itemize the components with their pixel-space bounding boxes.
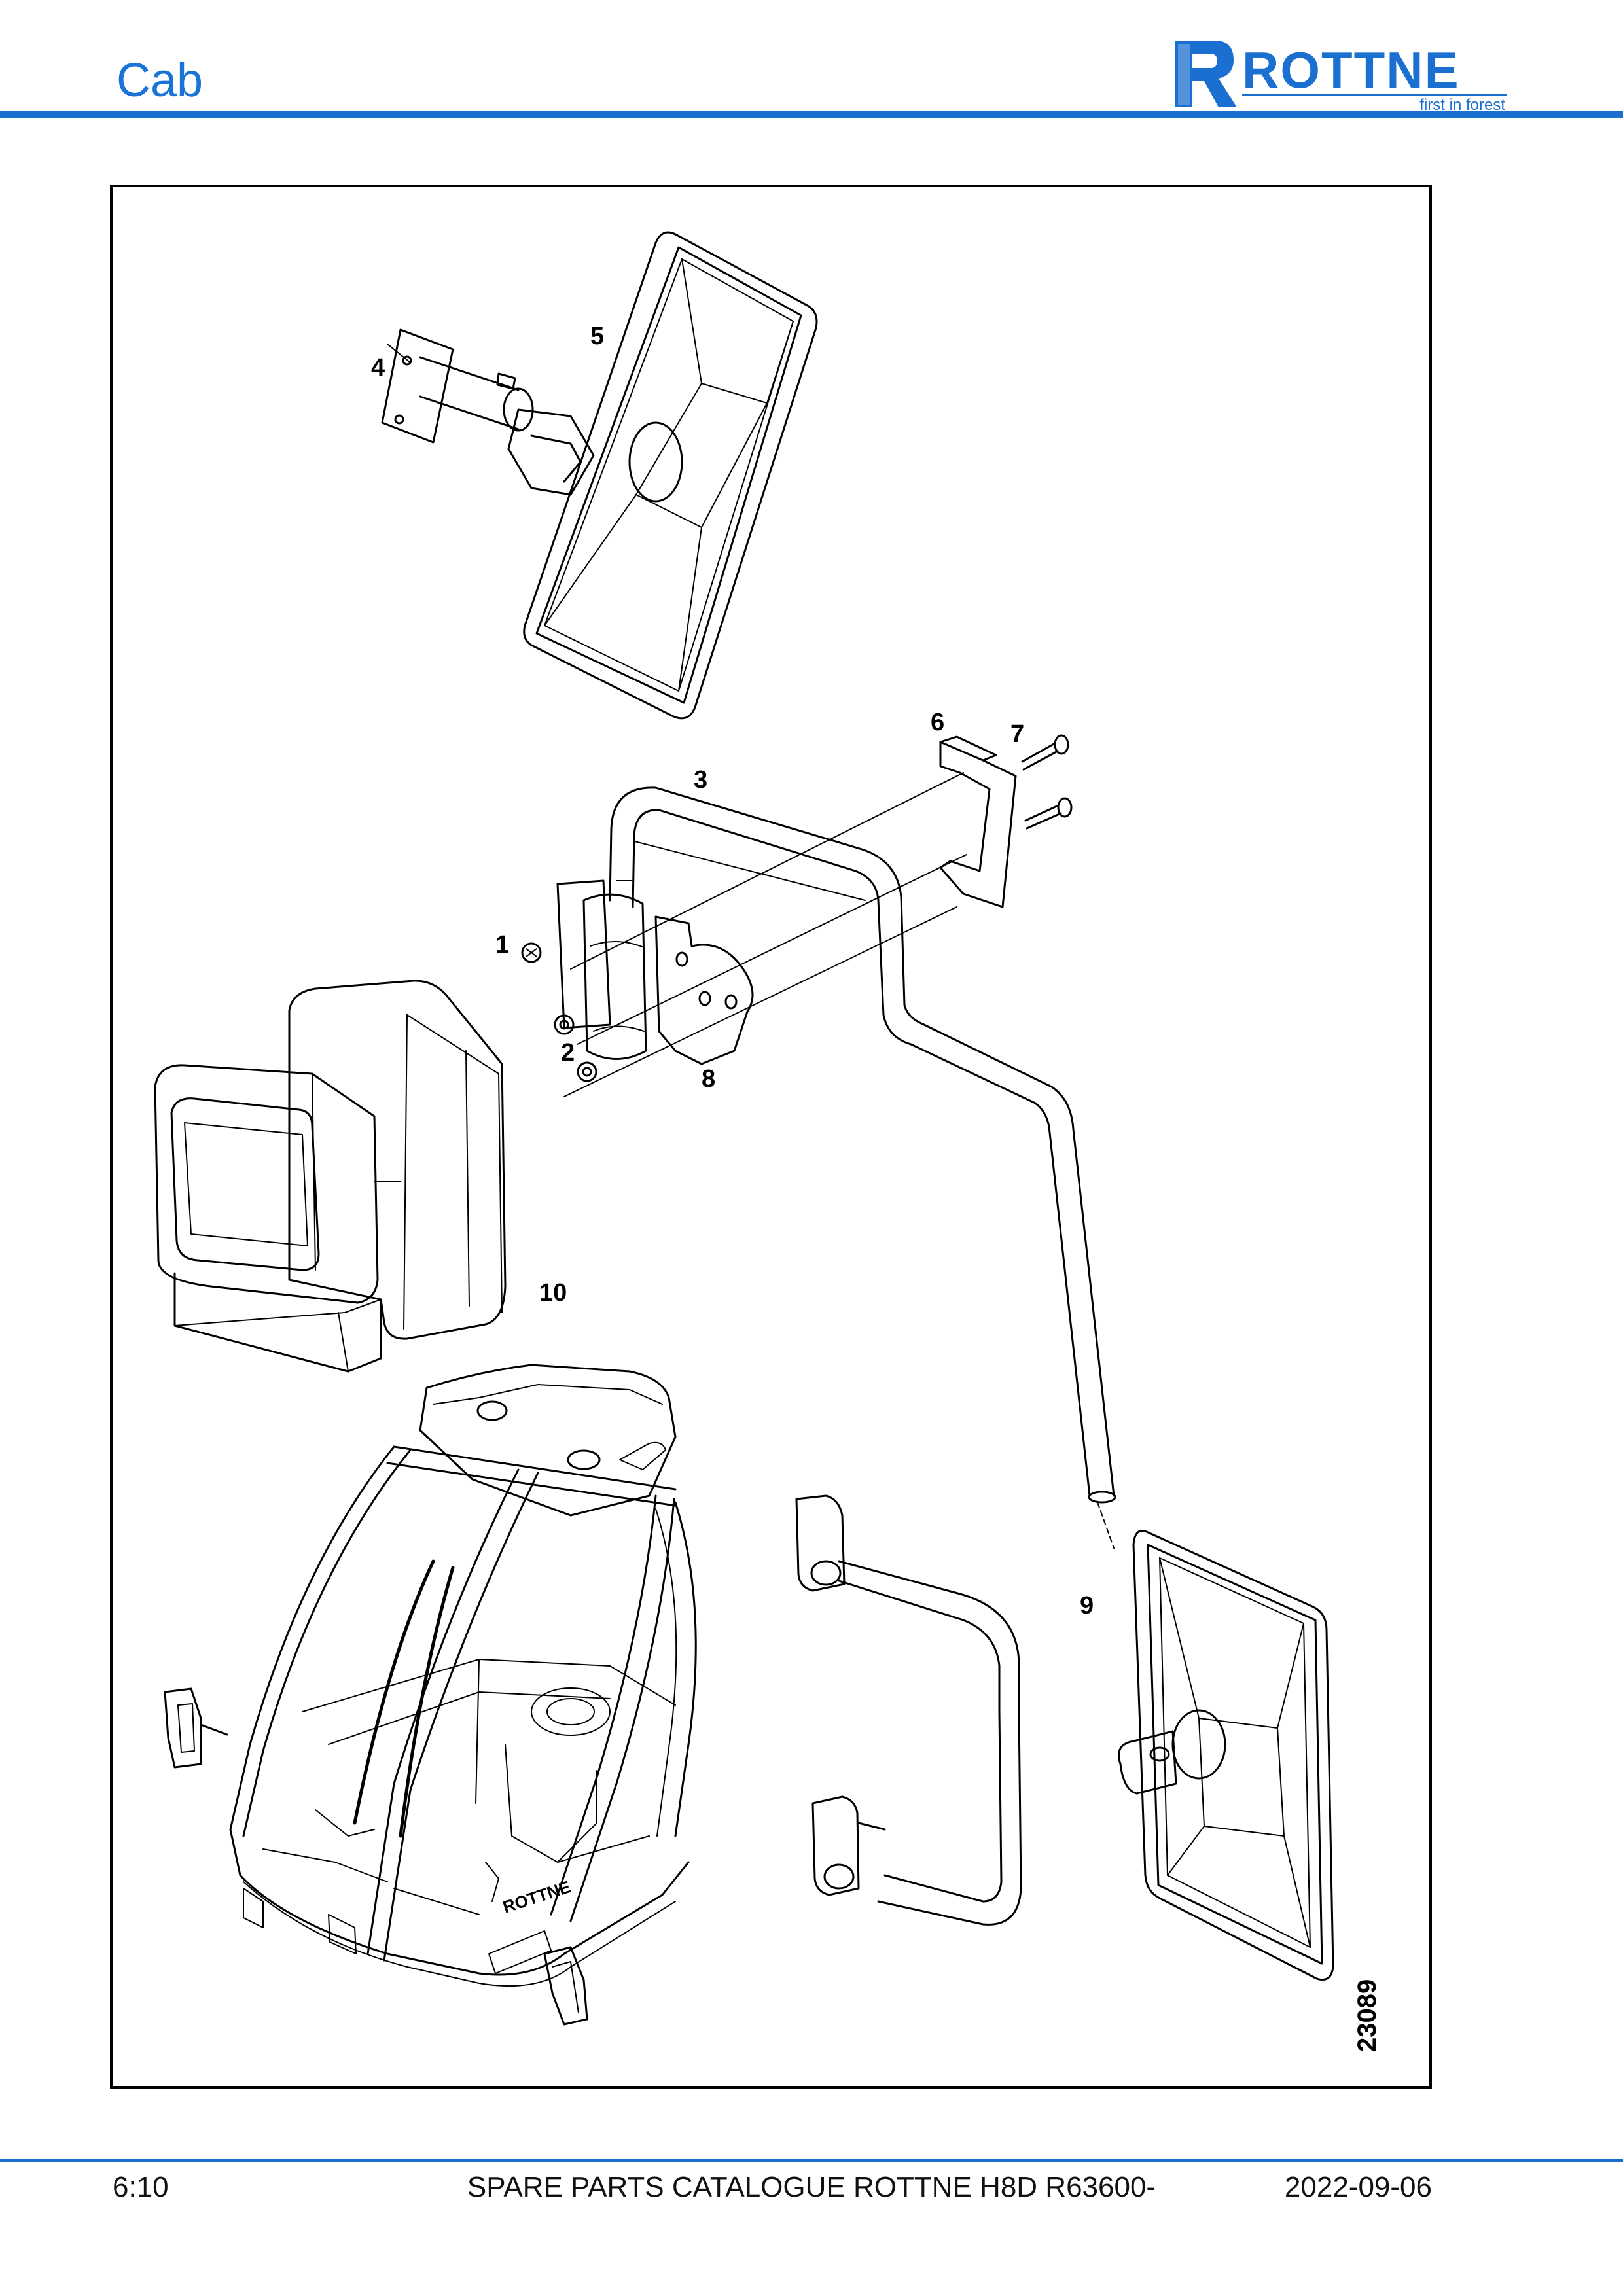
callout-7: 7 (1010, 720, 1024, 748)
assembly-guide-lines (563, 772, 1115, 1549)
fastener-part-1 (521, 942, 542, 963)
svg-text:ROTTNE: ROTTNE (501, 1877, 573, 1917)
callout-2: 2 (561, 1039, 575, 1067)
nuts-part-2 (554, 1014, 597, 1082)
lower-mirror-arm-part-9 (795, 1494, 1022, 1926)
callout-9: 9 (1080, 1592, 1094, 1619)
callout-8: 8 (702, 1065, 715, 1093)
header-rule (0, 111, 1623, 118)
work-lights-part-10 (154, 980, 507, 1373)
callout-10: 10 (539, 1279, 567, 1307)
callout-5: 5 (590, 323, 604, 350)
callout-3: 3 (694, 766, 707, 794)
footer-rule (0, 2159, 1623, 2162)
hinge-bracket-assembly (556, 879, 754, 1065)
cab-frame: ROTTNE (164, 1364, 697, 2026)
page-number: 6:10 (113, 2171, 169, 2203)
page-title: Cab (116, 54, 204, 107)
catalogue-date: 2022-09-06 (1284, 2171, 1432, 2203)
callout-1: 1 (495, 931, 509, 959)
logo-brand: ROTTNE (1242, 41, 1460, 99)
exploded-view-drawing: ROTTNE 1 2 3 4 5 6 7 8 9 10 23089 (154, 231, 1382, 2052)
catalogue-title: SPARE PARTS CATALOGUE ROTTNE H8D R63600- (467, 2171, 1156, 2203)
mirror-arm-tube-part-3 (609, 786, 1116, 1504)
drawing-frame: ROTTNE 1 2 3 4 5 6 7 8 9 10 23089 (110, 185, 1432, 2089)
drawing-number: 23089 (1353, 1979, 1382, 2052)
rottne-logo: ROTTNE first in forest (1175, 41, 1507, 113)
callout-4: 4 (371, 354, 385, 381)
lower-mirror (1118, 1530, 1334, 1981)
mirror-bracket-part-4 (381, 328, 595, 496)
callout-6: 6 (931, 709, 944, 736)
clamp-part-6 (939, 735, 1017, 908)
bolts-part-7 (1021, 734, 1073, 830)
logo-tagline: first in forest (1419, 96, 1505, 113)
top-mirror-part-5 (523, 231, 818, 720)
